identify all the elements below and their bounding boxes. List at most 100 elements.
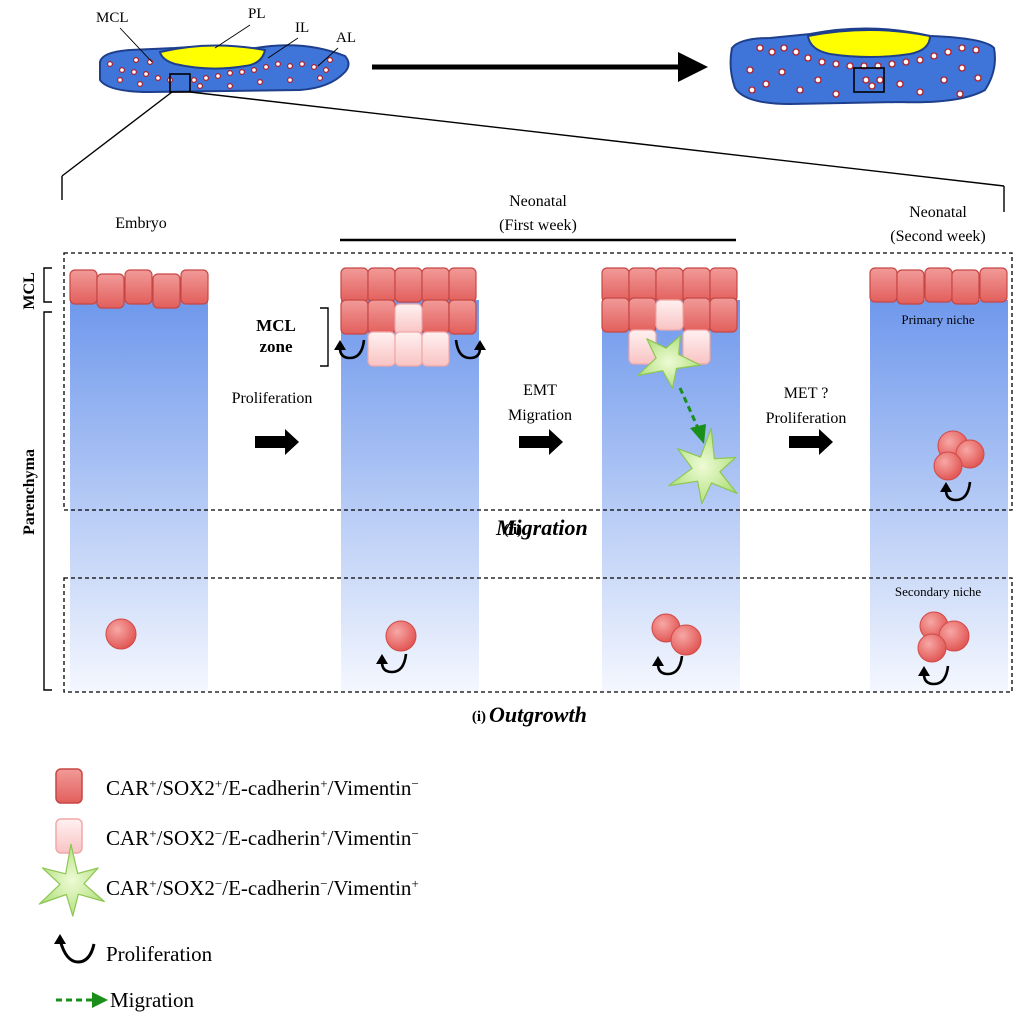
outgrowth-title: Outgrowth [489, 702, 587, 727]
mcl-cell-light [394, 331, 423, 367]
gland-dot-large [944, 48, 952, 56]
gland-dot [116, 76, 123, 83]
mcl-cell [682, 267, 711, 303]
outgrowth-prefix: (i) [472, 709, 486, 725]
cell-layers [69, 267, 1008, 686]
legend-star-shape [38, 843, 105, 917]
gland-dot-large [818, 58, 826, 66]
gland-dot [251, 66, 258, 73]
mcl-cell [655, 267, 684, 303]
gland-dot-large [930, 52, 938, 60]
posterior-lobe [158, 44, 267, 70]
stage-embryo: Embryo [115, 215, 167, 232]
gland-dot [203, 74, 210, 81]
gland-dot-large [958, 44, 966, 52]
legend-emt-cell [38, 843, 105, 917]
gland-dot-large [974, 74, 982, 82]
gland-dot-large [762, 80, 770, 88]
migration-arrowhead [690, 424, 706, 444]
mcl-cell [601, 297, 630, 333]
mcl-cell [367, 267, 396, 303]
gland-dot-large [748, 86, 756, 94]
mcl-cell [421, 299, 450, 335]
gland-dot-large [846, 62, 854, 70]
gland-dot [143, 70, 150, 77]
transition-proliferation: Proliferation [232, 390, 313, 407]
legend-proliferation-icon [54, 934, 96, 964]
parenchyma-cell [105, 618, 137, 650]
gland-overview-embryo [99, 44, 350, 94]
stage-first-week-l1: Neonatal [509, 193, 567, 210]
gland-dot [131, 68, 138, 75]
proliferation-icon [940, 481, 972, 502]
label-al: AL [336, 30, 356, 46]
gland-dot-large [902, 58, 910, 66]
mcl-cell [96, 273, 125, 309]
parenchyma-cell [933, 451, 963, 481]
zoom-box [169, 73, 191, 93]
zoom-box-large [853, 67, 885, 93]
migration-arrow [678, 387, 700, 429]
gland-dot-large [792, 48, 800, 56]
side-label-mcl: MCL [21, 272, 38, 309]
legend-proliferation: Proliferation [106, 942, 213, 966]
gland-dot-large [972, 46, 980, 54]
legend-item-2: CAR+/SOX2−/E-cadherin+/Vimentin− [106, 826, 419, 851]
mcl-cell [709, 267, 738, 303]
development-arrowhead [678, 52, 708, 82]
gland-dot [191, 76, 198, 83]
stage-second-week-l2: (Second week) [890, 228, 986, 245]
label-mcl: MCL [96, 10, 129, 26]
migration-title: Migration [495, 515, 588, 540]
gland-dot [215, 72, 222, 79]
gland-dot-large [916, 88, 924, 96]
mcl-cell [152, 273, 181, 309]
side-label-parenchyma: Parenchyma [21, 449, 38, 535]
mcl-cell [979, 267, 1008, 303]
gland-dot [227, 82, 234, 89]
gland-dot-large [958, 64, 966, 72]
gland-dot [118, 66, 125, 73]
stage-second-week-l1: Neonatal [909, 204, 967, 221]
parenchyma-cell [670, 624, 702, 656]
gland-dot-large [862, 76, 870, 84]
secondary-niche-label: Secondary niche [895, 584, 982, 599]
mcl-cell [709, 297, 738, 333]
transition-met: MET ? [784, 385, 829, 402]
gland-dot [311, 63, 318, 70]
mcl-cell-light [421, 331, 450, 367]
legend-migration-icon [56, 992, 108, 1008]
gland-dot-large [756, 44, 764, 52]
label-il: IL [295, 20, 309, 36]
mcl-cell [340, 267, 369, 303]
mcl-zone-l1: MCL [256, 316, 296, 335]
legend-cell-light [55, 818, 83, 854]
legend-item-1: CAR+/SOX2+/E-cadherin+/Vimentin− [106, 776, 419, 801]
posterior-lobe-large [806, 29, 932, 58]
proliferation-icon [652, 655, 684, 676]
parenchyma-cell [385, 620, 417, 652]
mcl-bracket [43, 267, 52, 303]
mcl-cell [180, 269, 209, 305]
gland-dot-large [778, 68, 786, 76]
proliferation-icon [376, 653, 408, 674]
legend-item-3: CAR+/SOX2−/E-cadherin−/Vimentin+ [106, 876, 419, 901]
mcl-cell [69, 269, 98, 305]
gland-dot [133, 56, 140, 63]
gland-dot-large [796, 86, 804, 94]
mcl-zone-bracket [320, 307, 329, 367]
mcl-cell [951, 269, 980, 305]
gland-dot [327, 56, 334, 63]
gland-dot [197, 82, 204, 89]
gland-dot [263, 63, 270, 70]
gland-dot [323, 66, 330, 73]
gland-dot [287, 76, 294, 83]
mcl-cell [924, 267, 953, 303]
outgrowth-region [63, 577, 1013, 693]
transition-emt: EMT [523, 382, 557, 399]
migrating-cell [668, 427, 738, 505]
mcl-cell [367, 299, 396, 335]
stage-first-week-l2: (First week) [499, 217, 577, 234]
proliferation-icon [334, 339, 366, 360]
